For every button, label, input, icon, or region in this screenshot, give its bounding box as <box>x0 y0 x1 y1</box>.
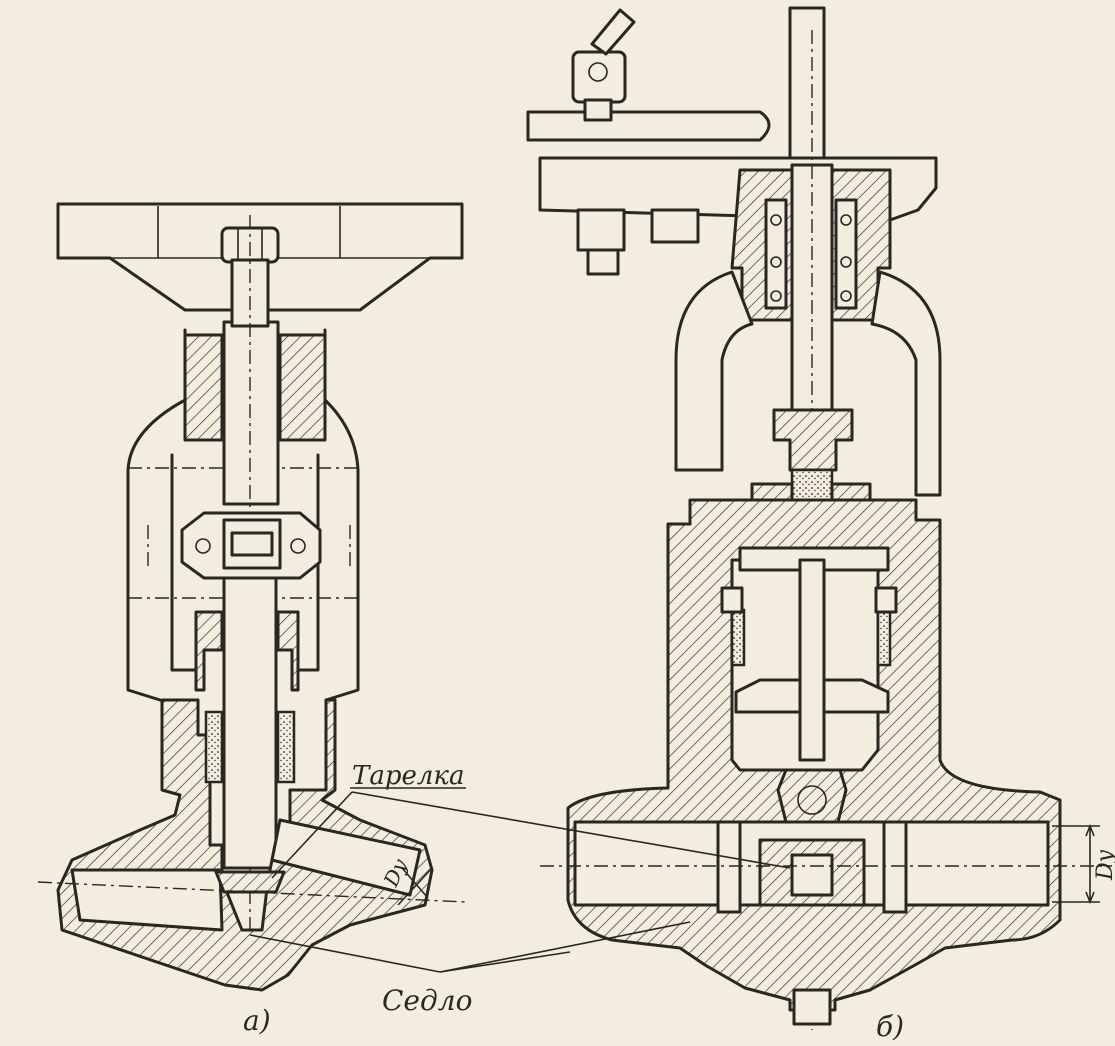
bearings-b <box>770 214 852 302</box>
label-disc: Тарелка <box>352 761 464 791</box>
gland-a <box>194 610 224 692</box>
yoke-b <box>674 270 754 472</box>
yoke-a <box>126 328 360 702</box>
label-du-right: Dу <box>1093 849 1115 881</box>
label-seat: Седло <box>382 984 472 1017</box>
valve-b <box>526 6 1112 1030</box>
packing-a <box>204 710 224 784</box>
packing-b <box>730 608 746 667</box>
leader-lines <box>249 787 791 973</box>
top-rod-b <box>788 6 826 165</box>
stem-b <box>790 163 834 412</box>
label-fig-a: а) <box>243 1004 271 1037</box>
lever-b <box>526 110 771 142</box>
stem-a <box>222 320 280 506</box>
label-fig-b: б) <box>876 1010 904 1043</box>
valve-a <box>37 202 466 992</box>
disc-a <box>214 870 286 894</box>
bonnet-bushing-a <box>183 333 224 442</box>
